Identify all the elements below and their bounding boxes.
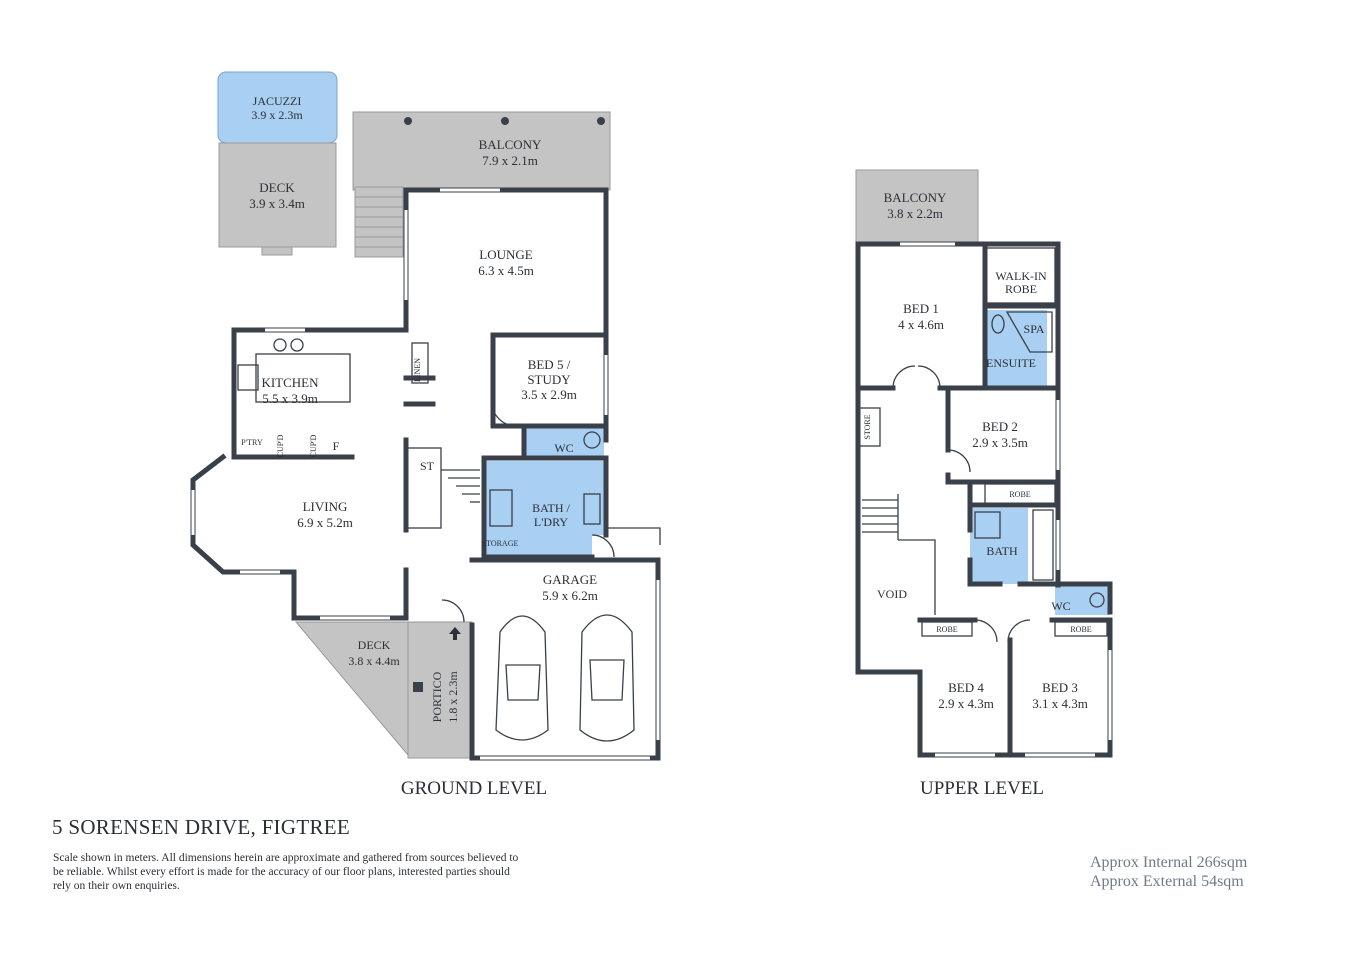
garage-car-icon [495, 614, 635, 742]
ensuite-area [985, 310, 1047, 388]
bed3-label: BED 3 [1042, 680, 1078, 695]
stair-label: ST [420, 459, 435, 473]
portico-size: 1.8 x 2.3m [446, 671, 460, 723]
balcony-ground-label: BALCONY [479, 137, 542, 152]
ground-level-title: GROUND LEVEL [400, 778, 548, 799]
balcony-upper-size: 3.8 x 2.2m [887, 206, 943, 221]
living-label: LIVING [303, 499, 348, 514]
upper-windows [900, 242, 1112, 757]
spa-label: SPA [1024, 322, 1045, 336]
bed5-label-line2: STUDY [527, 372, 571, 387]
bath-laundry-label-line2: L'DRY [534, 515, 569, 529]
deck-top-label: DECK [259, 180, 295, 195]
kitchen-size: 5.5 x 3.9m [262, 391, 318, 406]
deck-bottom-area [294, 621, 409, 757]
disclaimer-text: Scale shown in meters. All dimensions he… [53, 852, 519, 892]
balcony-upper-label: BALCONY [884, 190, 947, 205]
internal-area: Approx Internal 266sqm [1090, 854, 1248, 871]
ground-level-plan: JACUZZI 3.9 x 2.3m DECK 3.9 x 3.4m BALCO… [190, 71, 661, 761]
area-summary: Approx Internal 266sqm Approx External 5… [1090, 853, 1247, 891]
upper-level-title: UPPER LEVEL [919, 778, 1045, 799]
bed5-size: 3.5 x 2.9m [521, 387, 577, 402]
upper-fixtures [857, 247, 1108, 643]
jacuzzi-size: 3.9 x 2.3m [251, 108, 303, 122]
bed1-size: 4 x 4.6m [898, 317, 944, 332]
wc-upper-label: WC [1051, 599, 1070, 613]
upper-level-plan: BALCONY 3.8 x 2.2m WALK-IN ROBE BED 1 4 … [855, 169, 1113, 758]
bed4-size: 2.9 x 4.3m [938, 696, 994, 711]
cupboard-1-label: CUP'D [276, 434, 285, 457]
robe-bed2-label: ROBE [1009, 490, 1030, 499]
bath-laundry-label-line1: BATH / [532, 501, 570, 515]
linen-label: LINEN [413, 358, 422, 382]
balcony-stairs [354, 186, 404, 258]
balcony-ground-size: 7.9 x 2.1m [482, 153, 538, 168]
entry-arrow-icon [449, 627, 461, 640]
storage-label: STORAGE [482, 539, 519, 548]
wc-ground-area [524, 428, 604, 458]
deck-top-size: 3.9 x 3.4m [249, 196, 305, 211]
void-label: VOID [877, 587, 907, 601]
robe-bed4-label: ROBE [936, 625, 957, 634]
external-area: Approx External 54sqm [1090, 873, 1244, 890]
bed2-size: 2.9 x 3.5m [972, 435, 1028, 450]
living-size: 6.9 x 5.2m [297, 515, 353, 530]
walkin-robe-label-line2: ROBE [1005, 282, 1037, 296]
lounge-label: LOUNGE [479, 247, 532, 262]
balcony-area [352, 111, 611, 191]
bed2-label: BED 2 [982, 419, 1018, 434]
deck-bottom-size: 3.8 x 4.4m [348, 654, 400, 668]
jacuzzi-label: JACUZZI [253, 94, 302, 108]
robe-bed3-label: ROBE [1070, 625, 1091, 634]
store-label: STORE [863, 414, 872, 439]
deck-top-area [218, 142, 337, 248]
ground-fixtures [237, 338, 661, 623]
bath-laundry-area [484, 461, 604, 557]
wc-upper-area [1055, 585, 1110, 615]
fridge-label: F [333, 439, 340, 453]
bed1-label: BED 1 [903, 301, 939, 316]
ground-windows [191, 188, 660, 760]
bath-upper-label: BATH [986, 544, 1018, 558]
bed4-label: BED 4 [948, 680, 984, 695]
balcony-posts [404, 117, 605, 125]
property-address: 5 SORENSEN DRIVE, FIGTREE [52, 815, 351, 839]
deck-step [261, 246, 293, 256]
deck-bottom-label: DECK [358, 638, 391, 652]
garage-size: 5.9 x 6.2m [542, 588, 598, 603]
bed5-label-line1: BED 5 / [528, 357, 571, 372]
portico-post [413, 682, 423, 692]
wc-ground-label: WC [554, 441, 573, 455]
bed3-size: 3.1 x 4.3m [1032, 696, 1088, 711]
garage-label: GARAGE [543, 572, 597, 587]
portico-label: PORTICO [430, 671, 444, 722]
cupboard-2-label: CUP'D [309, 434, 318, 457]
ensuite-label: ENSUITE [986, 356, 1036, 370]
lounge-size: 6.3 x 4.5m [478, 263, 534, 278]
walkin-robe-label-line1: WALK-IN [995, 269, 1047, 283]
bath-upper-area [970, 508, 1028, 584]
pantry-label: P'TRY [241, 438, 263, 447]
kitchen-label: KITCHEN [261, 375, 319, 390]
